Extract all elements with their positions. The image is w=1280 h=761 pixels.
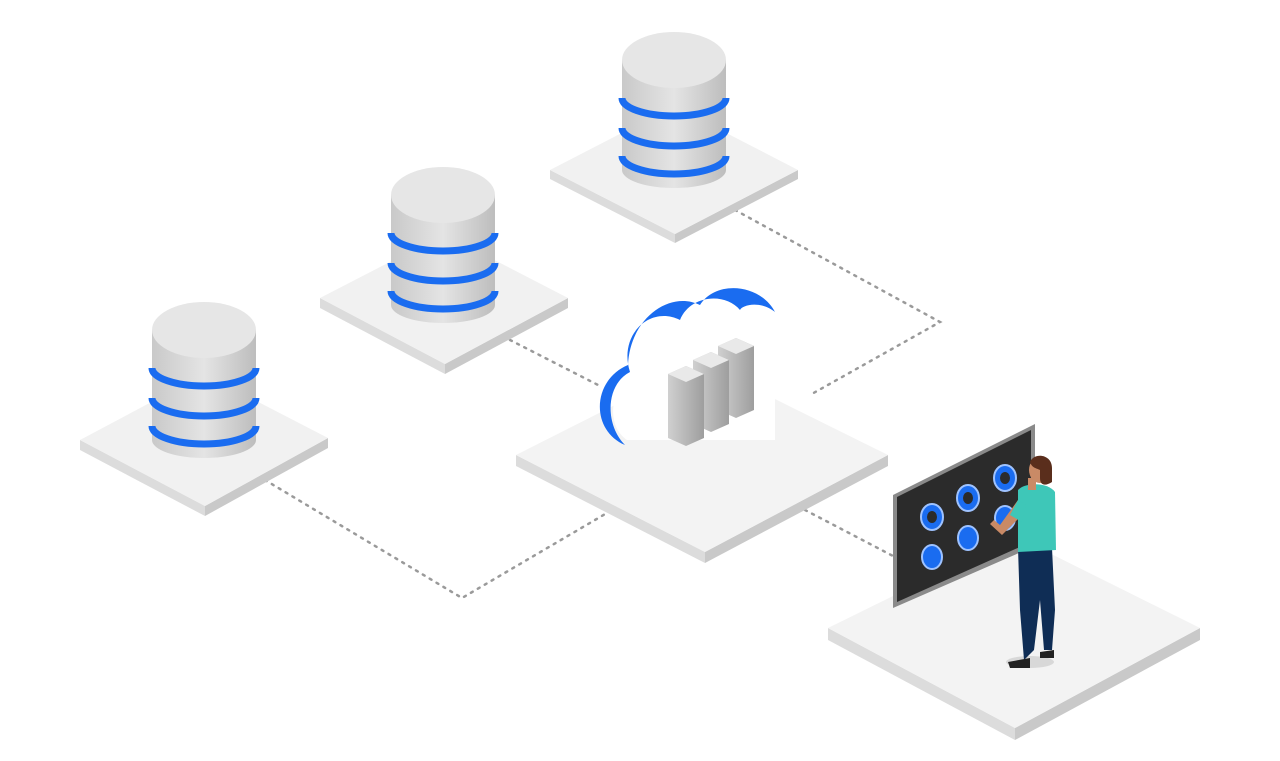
person-icon	[990, 455, 1056, 668]
server-rack-icon	[668, 338, 754, 446]
connector-left-db	[263, 478, 614, 600]
connector-top-db	[733, 208, 943, 397]
database-icon	[387, 167, 499, 323]
database-icon	[618, 32, 730, 188]
platform-dashboard	[828, 536, 1200, 740]
connector-lines	[263, 208, 943, 600]
connector-middle-db	[508, 338, 602, 388]
chart-pie	[957, 525, 979, 551]
chart-pie	[921, 544, 943, 570]
dashboard-screen-icon	[893, 424, 1035, 608]
connector-dashboard	[803, 508, 895, 558]
database-icon	[148, 302, 260, 458]
